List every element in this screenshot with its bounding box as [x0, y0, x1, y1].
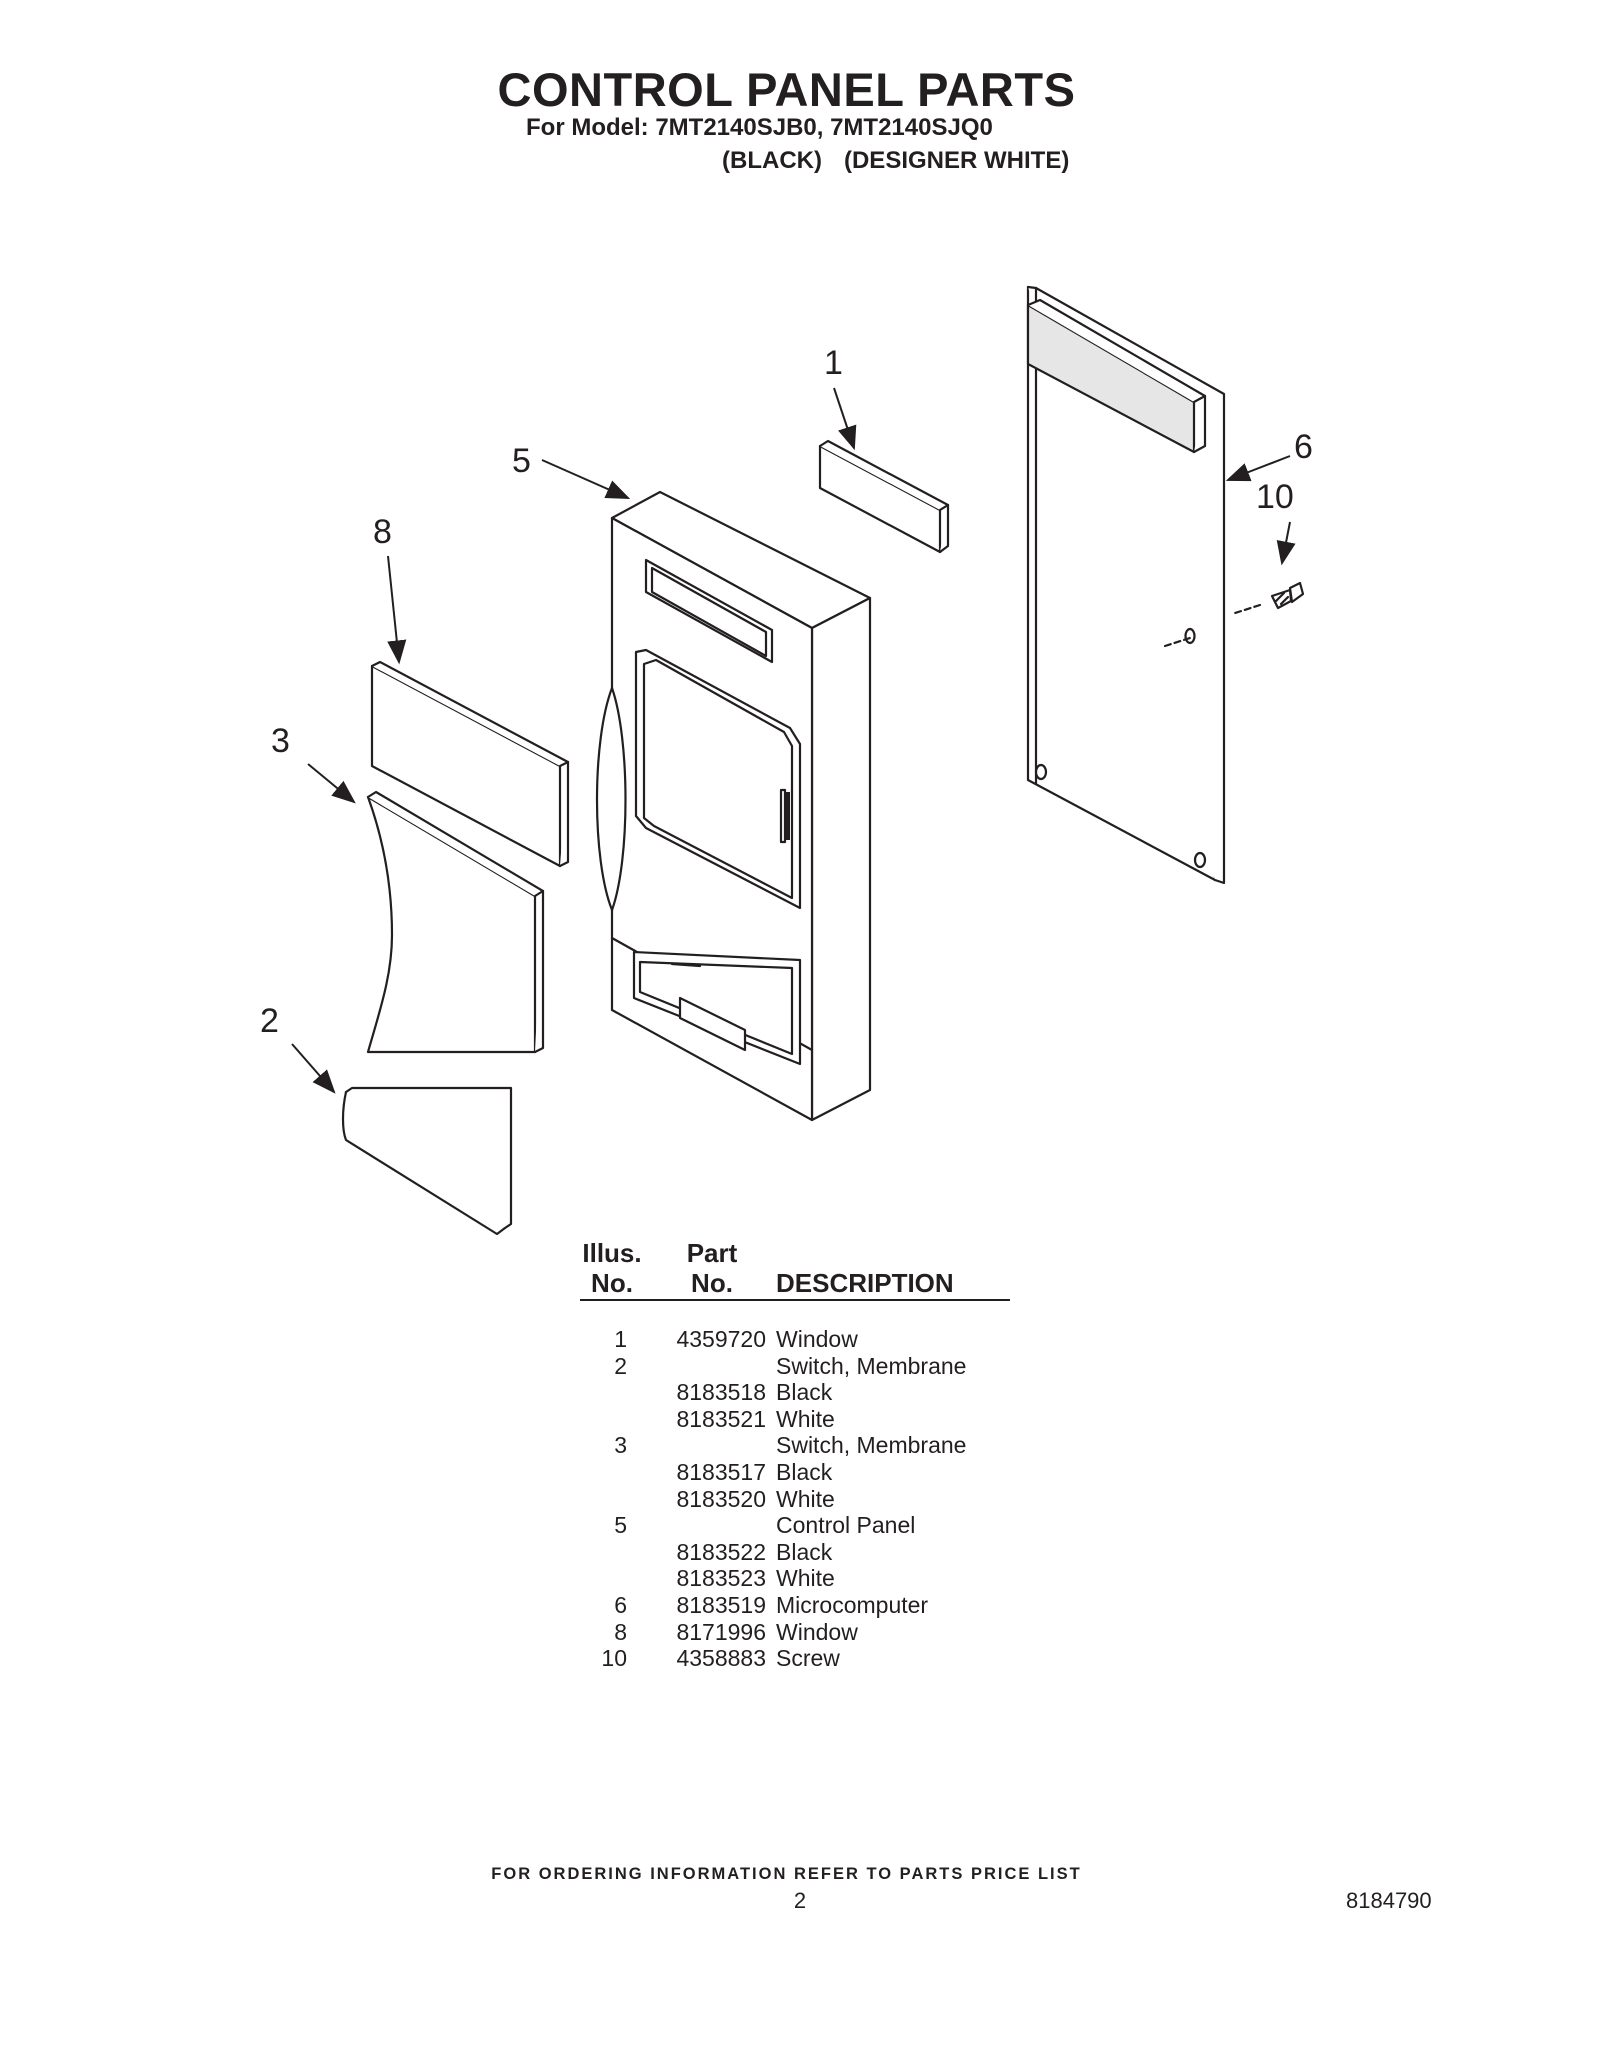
table-row: 8183523 White [580, 1565, 1020, 1592]
variant-white: (DESIGNER WHITE) [843, 147, 1070, 174]
table-row: 8183518 Black [580, 1379, 1020, 1406]
row-description: Screw [776, 1645, 840, 1672]
row-description: Switch, Membrane [776, 1352, 967, 1379]
document-number: 8184790 [1346, 1888, 1432, 1913]
callout-2: 2 [260, 1002, 279, 1040]
microcomputer-board [1026, 285, 1226, 885]
window-strip [818, 439, 950, 554]
header-illus-bottom: No. [591, 1268, 633, 1298]
row-description: Switch, Membrane [776, 1432, 967, 1459]
parts-table: Illus. No. Part No. DESCRIPTION 1 4359720… [580, 1238, 1020, 1671]
table-row: 6 8183519 Microcomputer [580, 1592, 1020, 1619]
row-illus-no: 1 [614, 1326, 627, 1352]
leader-8 [387, 555, 407, 665]
header-rule [580, 1299, 1010, 1301]
row-description: Black [776, 1379, 833, 1406]
callout-8: 8 [373, 513, 392, 551]
table-row: 8 8171996 Window [580, 1619, 1020, 1646]
control-panel-housing [595, 490, 872, 1122]
table-row: 8183520 White [580, 1486, 1020, 1513]
page-number: 2 [793, 1888, 807, 1913]
leader-6 [1225, 455, 1291, 482]
leader-1 [833, 387, 857, 451]
variant-black: (BLACK) [722, 147, 822, 174]
leader-10 [1276, 521, 1296, 566]
row-part-no: 8183517 [676, 1458, 766, 1485]
callout-10: 10 [1256, 478, 1294, 516]
row-description: White [776, 1485, 835, 1512]
row-part-no: 8171996 [676, 1618, 766, 1645]
membrane-switch-upper [366, 790, 545, 1054]
table-row: 5 Control Panel [580, 1512, 1020, 1539]
model-line: For Model: 7MT2140SJB0, 7MT2140SJQ0 [526, 114, 993, 141]
row-description: White [776, 1405, 835, 1432]
row-illus-no: 10 [601, 1645, 627, 1672]
table-row: 2 Switch, Membrane [580, 1353, 1020, 1380]
page-title: CONTROL PANEL PARTS [497, 63, 1076, 116]
row-part-no: 8183522 [676, 1538, 766, 1565]
row-illus-no: 8 [614, 1618, 627, 1645]
callout-5: 5 [512, 442, 531, 480]
callout-1: 1 [824, 344, 843, 382]
screw [1230, 581, 1305, 616]
row-part-no: 8183521 [676, 1405, 766, 1432]
parts-table-header: Illus. No. Part No. DESCRIPTION [580, 1238, 1020, 1298]
row-description: Control Panel [776, 1512, 916, 1539]
variant-line: (BLACK) (DESIGNER WHITE) [722, 147, 1069, 175]
row-part-no: 8183523 [676, 1565, 766, 1592]
membrane-switch-lower [341, 1086, 513, 1236]
row-description: Window [776, 1326, 858, 1352]
leader-5 [541, 459, 631, 499]
row-part-no: 4358883 [676, 1645, 766, 1672]
header-illus-top: Illus. [582, 1238, 642, 1268]
row-part-no: 8183520 [676, 1485, 766, 1512]
table-row: 8183521 White [580, 1406, 1020, 1433]
header-part-top: Part [686, 1238, 738, 1268]
row-description: White [776, 1565, 835, 1592]
row-description: Black [776, 1538, 833, 1565]
table-row: 3 Switch, Membrane [580, 1432, 1020, 1459]
row-illus-no: 3 [614, 1432, 627, 1459]
row-illus-no: 6 [614, 1591, 627, 1618]
row-illus-no: 5 [614, 1512, 627, 1539]
row-illus-no: 2 [614, 1352, 627, 1379]
ordering-note: FOR ORDERING INFORMATION REFER TO PARTS … [491, 1865, 1082, 1883]
row-description: Window [776, 1618, 858, 1645]
row-part-no: 8183519 [676, 1591, 766, 1618]
window-panel [370, 660, 570, 868]
leader-3 [307, 763, 356, 804]
header-description: DESCRIPTION [776, 1268, 954, 1298]
table-row: 8183517 Black [580, 1459, 1020, 1486]
table-row: 10 4358883 Screw [580, 1645, 1020, 1672]
header-part-bottom: No. [691, 1268, 733, 1298]
row-description: Black [776, 1458, 833, 1485]
leader-2 [291, 1043, 336, 1094]
exploded-parts-diagram: 1 5 8 3 2 6 10 [260, 285, 1313, 1236]
row-description: Microcomputer [776, 1591, 929, 1618]
row-part-no: 8183518 [676, 1379, 766, 1406]
callout-3: 3 [271, 722, 290, 760]
table-row: 8183522 Black [580, 1539, 1020, 1566]
table-row: 1 4359720 Window [580, 1326, 1020, 1353]
callout-6: 6 [1294, 428, 1313, 466]
row-part-no: 4359720 [676, 1326, 766, 1352]
